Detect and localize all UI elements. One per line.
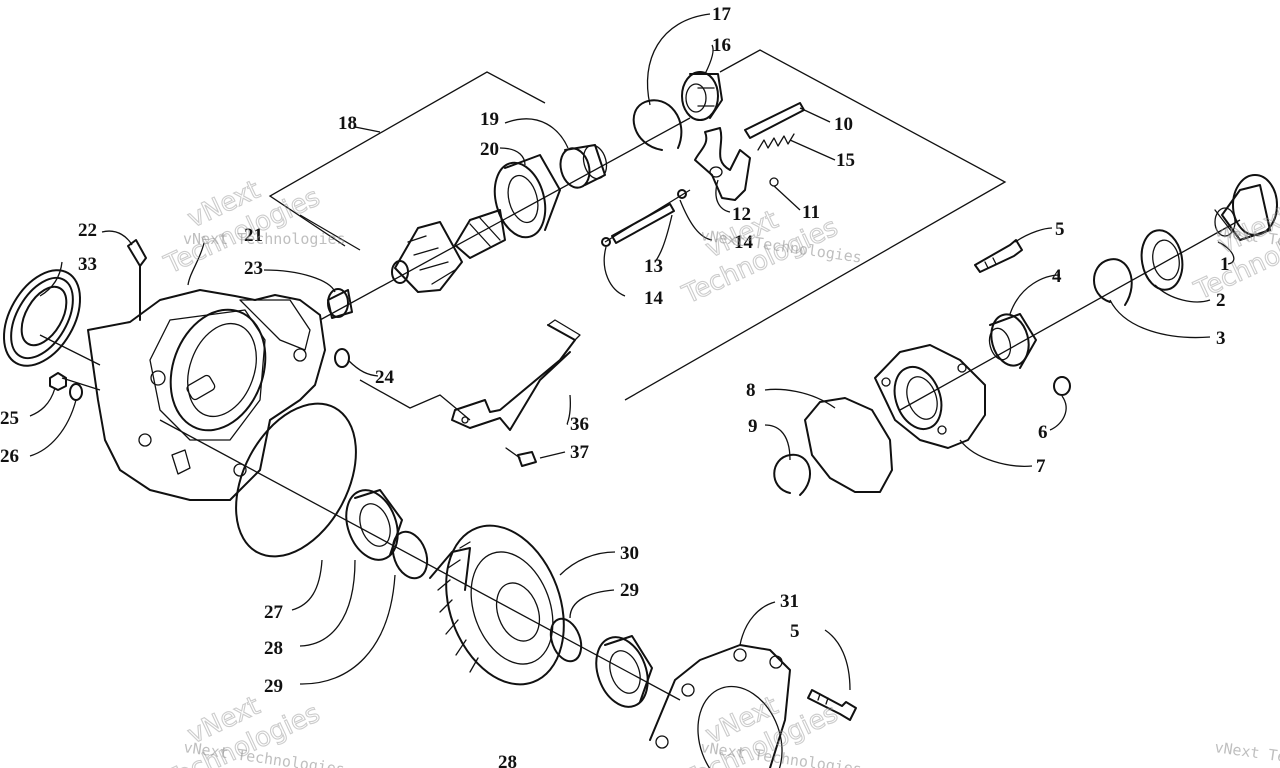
watermark-left-upper-small: vNext Technologies (183, 230, 346, 248)
callout-18: 18 (338, 113, 357, 134)
callout-29-lower: 29 (264, 676, 283, 697)
part-20-bearing (493, 154, 561, 239)
callout-29-upper: 29 (620, 580, 639, 601)
callout-36: 36 (570, 414, 589, 435)
callout-2: 2 (1216, 290, 1226, 311)
watermark-right-lower-small: vNext Technologies (1213, 738, 1280, 768)
callout-22: 22 (78, 220, 97, 241)
pinion-gear (391, 209, 506, 293)
callout-37: 37 (570, 442, 590, 463)
group-frame-pinion (299, 214, 361, 251)
part-36-bracket (451, 319, 581, 431)
part-14-e-clip-b (677, 189, 687, 199)
axis-line-diff (159, 419, 681, 701)
callout-28-lower: 28 (498, 752, 517, 768)
callout-23: 23 (244, 258, 263, 279)
callout-5-upper: 5 (1055, 219, 1065, 240)
part-11-pin (769, 177, 779, 187)
axis-line-output (899, 219, 1241, 411)
callout-4: 4 (1052, 266, 1062, 287)
callout-33: 33 (78, 254, 97, 275)
callout-28-upper: 28 (264, 638, 283, 659)
part-25-drain-plug (49, 372, 67, 391)
callout-11: 11 (802, 202, 820, 223)
group-frame-lower (359, 379, 471, 421)
part-5-bolt-lower (807, 689, 857, 721)
callout-21: 21 (244, 225, 263, 246)
part-3-snap-ring (1093, 258, 1133, 306)
callout-6: 6 (1038, 422, 1048, 443)
part-29-shim-a (391, 530, 429, 580)
part-17-snap-ring (632, 99, 683, 151)
callout-12: 12 (732, 204, 751, 225)
callout-30: 30 (620, 543, 639, 564)
callout-7: 7 (1036, 456, 1046, 477)
part-12-shift-fork (694, 127, 751, 201)
part-8-gasket (804, 397, 893, 493)
part-21-gear-housing (87, 289, 326, 501)
axis-line-seal (39, 334, 101, 366)
part-15-spring (757, 133, 795, 151)
watermarks: vNext Technologies vNext Technologies vN… (159, 174, 1280, 768)
callout-14-upper: 14 (734, 232, 754, 253)
callout-31: 31 (780, 591, 799, 612)
group-frame-cover (624, 49, 1007, 401)
callout-15: 15 (836, 150, 855, 171)
group-frame-18 (268, 71, 546, 247)
part-33-oil-seal (3, 269, 81, 367)
callout-25: 25 (0, 408, 19, 429)
part-22-vent-fitting (127, 239, 147, 321)
part-10-shift-rod (744, 102, 805, 139)
callout-1: 1 (1220, 254, 1230, 275)
callout-labels: 1 2 3 4 5 6 7 8 9 10 11 12 13 14 14 15 1… (0, 4, 1230, 768)
callout-8: 8 (746, 380, 756, 401)
part-16-shift-collar (681, 71, 723, 121)
axis-line-drain (61, 377, 101, 391)
part-19-bearing (559, 144, 608, 189)
part-13-shift-shaft (611, 203, 675, 244)
callout-14-lower: 14 (644, 288, 664, 309)
part-28-bearing-a (345, 489, 403, 561)
part-23-needle-bearing (327, 288, 353, 319)
part-9-snap-ring (773, 453, 811, 496)
callout-27: 27 (264, 602, 284, 623)
part-24-plug (334, 348, 350, 368)
callout-5-lower: 5 (790, 621, 800, 642)
part-2-oil-seal (1140, 229, 1184, 291)
callout-26: 26 (0, 446, 19, 467)
callout-10: 10 (834, 114, 853, 135)
part-14-e-clip-a (601, 237, 611, 247)
callout-13: 13 (644, 256, 663, 277)
part-30-ring-gear (429, 524, 565, 686)
part-28-bearing-b (595, 635, 653, 708)
part-4-bearing (988, 313, 1037, 369)
callout-17: 17 (712, 4, 732, 25)
callout-19: 19 (480, 109, 499, 130)
part-5-bolt-upper (974, 239, 1023, 273)
callout-3: 3 (1216, 328, 1226, 349)
part-1-output-yoke (1214, 174, 1278, 241)
part-26-washer (69, 383, 83, 401)
callout-24: 24 (375, 367, 395, 388)
part-37-bolt (505, 447, 537, 467)
callout-9: 9 (748, 416, 758, 437)
part-7-bearing-cover (874, 344, 986, 449)
part-27-o-ring (235, 402, 357, 558)
callout-16: 16 (712, 35, 731, 56)
part-31-differential-cover (649, 644, 791, 768)
part-6-plug (1053, 376, 1071, 396)
watermark-left-upper: vNext Technologies (159, 174, 325, 281)
leader-lines (29, 13, 1235, 691)
axis-line-pinion (319, 117, 691, 321)
callout-20: 20 (480, 139, 499, 160)
part-29-shim-b (549, 617, 583, 663)
